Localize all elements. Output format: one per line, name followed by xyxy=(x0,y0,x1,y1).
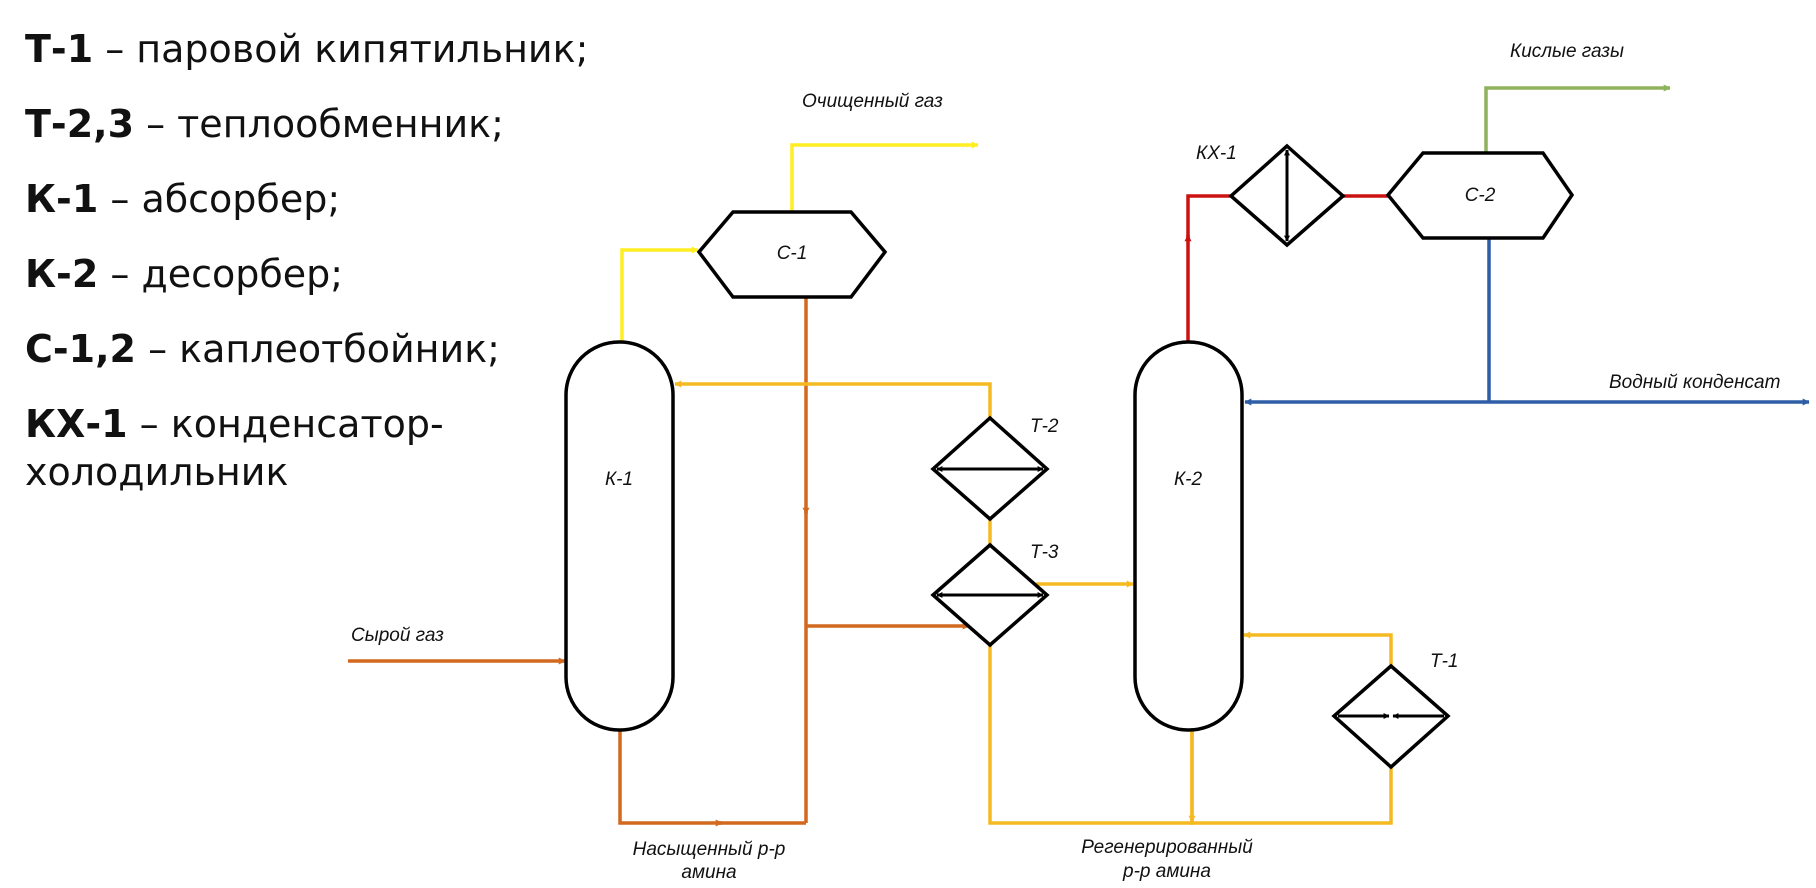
heat-exchanger-t2 xyxy=(930,415,1050,522)
acid-gases-line xyxy=(1484,84,1671,153)
k1-label: К-1 xyxy=(605,469,633,490)
legend-text: – каплеотбойник; xyxy=(135,327,500,371)
legend-code: К-1 xyxy=(25,177,99,221)
condenser-cooler-kx1 xyxy=(1228,143,1346,248)
legend-text: – десорбер; xyxy=(98,252,344,296)
legend-code: С-1,2 xyxy=(25,327,136,371)
desorber-k2 xyxy=(1133,340,1244,732)
legend-item-k2: К-2 – десорбер; xyxy=(25,237,588,312)
legend-text-continued: холодильник xyxy=(25,450,289,494)
legend-code: К-2 xyxy=(25,252,99,296)
legend-item-t23: Т-2,3 – теплообменник; xyxy=(25,87,588,162)
heat-exchanger-t3 xyxy=(930,542,1050,648)
legend-item-c12: С-1,2 – каплеотбойник; xyxy=(25,312,588,387)
c2-label: С-2 xyxy=(1465,185,1496,206)
t2-label: Т-2 xyxy=(1030,416,1059,437)
kx1-label: КХ-1 xyxy=(1196,143,1237,164)
clean-gas-line-k1-to-c1 xyxy=(620,246,699,342)
separator-c2 xyxy=(1385,151,1575,240)
saturated-amine-label-line2: амина xyxy=(681,862,736,883)
legend: Т-1 – паровой кипятильник; Т-2,3 – тепло… xyxy=(25,12,588,494)
t1-label: Т-1 xyxy=(1430,651,1459,672)
legend-item-k1: К-1 – абсорбер; xyxy=(25,162,588,237)
acid-gases-label: Кислые газы xyxy=(1510,41,1624,62)
saturated-amine-label-line1: Насыщенный р-р xyxy=(633,839,786,860)
legend-text: – паровой кипятильник; xyxy=(93,27,589,71)
legend-code: КХ-1 xyxy=(25,402,128,446)
legend-text: – теплообменник; xyxy=(134,102,504,146)
legend-item-t1: Т-1 – паровой кипятильник; xyxy=(25,12,588,87)
separator-c1 xyxy=(696,210,888,299)
regenerated-amine-label-line1: Регенерированный xyxy=(1081,837,1253,858)
water-condensate-label: Водный конденсат xyxy=(1609,372,1780,393)
lean-amine-return-line xyxy=(674,380,1194,825)
reboiler-t1 xyxy=(1331,663,1451,770)
legend-text: – конденсатор- xyxy=(127,402,444,446)
t3-label: Т-3 xyxy=(1030,542,1059,563)
k2-label: К-2 xyxy=(1174,469,1203,490)
raw-gas-label: Сырой газ xyxy=(351,625,444,646)
regenerated-amine-label-line2: р-р амина xyxy=(1122,861,1211,882)
clean-gas-outlet-line xyxy=(790,141,979,212)
clean-gas-label: Очищенный газ xyxy=(802,91,943,112)
c1-label: С-1 xyxy=(777,243,808,264)
absorber-k1 xyxy=(564,340,675,732)
legend-code: Т-1 xyxy=(25,27,94,71)
legend-item-kx1: КХ-1 – конденсатор-холодильник xyxy=(25,387,588,494)
saturated-amine-line xyxy=(618,730,723,827)
legend-text: – абсорбер; xyxy=(98,177,341,221)
legend-code: Т-2,3 xyxy=(25,102,135,146)
